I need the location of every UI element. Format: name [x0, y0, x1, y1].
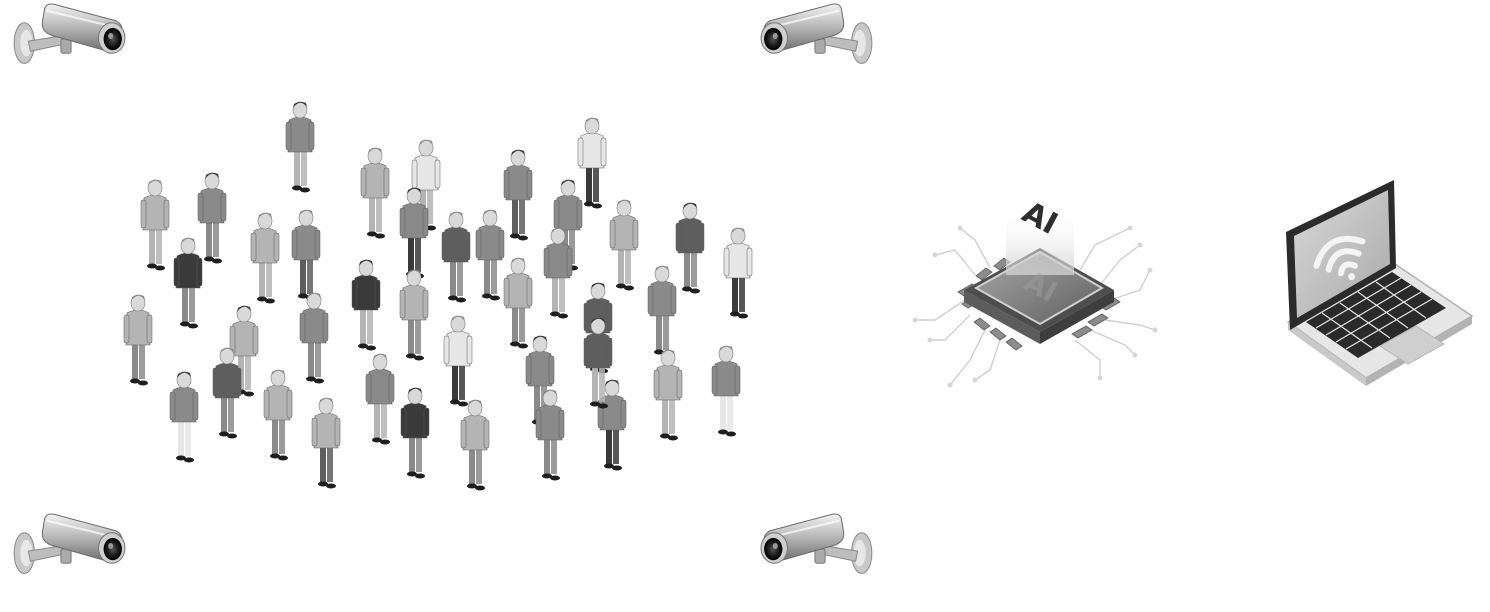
person	[583, 317, 613, 409]
person	[229, 305, 259, 397]
person	[441, 211, 471, 303]
person	[212, 347, 242, 439]
trace-nodes	[912, 225, 1158, 388]
person	[577, 117, 607, 209]
laptop-touchpad	[1379, 325, 1445, 365]
person	[250, 212, 280, 304]
person	[475, 209, 505, 301]
person	[365, 353, 395, 445]
person	[460, 399, 490, 491]
person	[311, 397, 341, 489]
person	[711, 345, 741, 437]
person	[647, 265, 677, 357]
person	[399, 269, 429, 361]
person	[173, 237, 203, 329]
wifi-icon	[1313, 235, 1366, 281]
laptop-keyboard	[1306, 272, 1446, 358]
person	[285, 101, 315, 193]
person	[535, 389, 565, 481]
person	[299, 292, 329, 384]
chip-beam	[1006, 206, 1074, 275]
person	[351, 259, 381, 351]
person	[263, 369, 293, 461]
person	[609, 199, 639, 291]
person	[291, 209, 321, 301]
person	[443, 315, 473, 407]
person	[503, 149, 533, 241]
person	[723, 227, 753, 319]
person	[503, 257, 533, 349]
person	[197, 172, 227, 264]
person	[123, 294, 153, 386]
person	[169, 371, 199, 463]
person	[140, 179, 170, 271]
keyboard-grid	[1315, 277, 1433, 350]
person	[360, 147, 390, 239]
person	[653, 349, 683, 441]
person	[675, 202, 705, 294]
person	[400, 387, 430, 479]
person	[543, 227, 573, 319]
circuit-traces	[915, 227, 1156, 386]
